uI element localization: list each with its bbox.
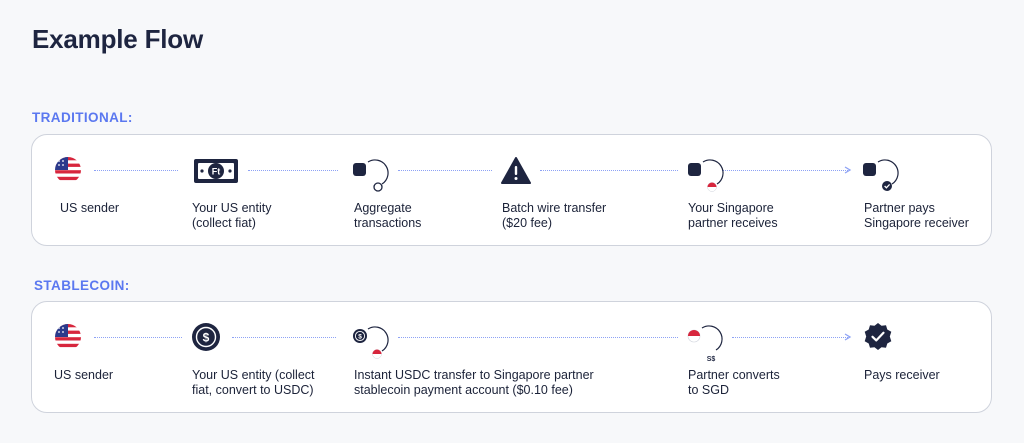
us-flag-icon: [55, 324, 81, 350]
step-label: Pays receiver: [864, 368, 940, 382]
svg-text:$: $: [203, 331, 210, 345]
connector-line: [94, 337, 182, 338]
stablecoin-section-label: STABLECOIN:: [34, 278, 130, 293]
partner-pays-icon: [863, 159, 899, 191]
sgd-convert-icon: S$: [687, 325, 723, 363]
connector-line: [540, 170, 678, 171]
stablecoin-flow-card: US sender $ Your US entity (collect fiat…: [31, 301, 992, 413]
aggregate-icon: [353, 159, 389, 192]
step-label: Your US entity (collect fiat): [192, 201, 272, 230]
connector-line: [722, 170, 848, 171]
connector-line: [398, 337, 678, 338]
connector-line: [398, 170, 492, 171]
usdc-coin-icon: $: [192, 323, 220, 351]
svg-text:Ft: Ft: [212, 167, 221, 177]
verified-badge-icon: [864, 323, 892, 350]
step-label: US sender: [54, 368, 114, 382]
connector-line: [232, 337, 336, 338]
arrow-head-icon: [844, 333, 852, 341]
step-label: Your US entity (collect fiat, convert to…: [192, 368, 315, 397]
arrow-head-icon: [844, 166, 852, 174]
connector-line: [94, 170, 178, 171]
sgd-symbol: S$: [707, 356, 716, 363]
warning-triangle-icon: [501, 157, 531, 184]
connector-line: [248, 170, 338, 171]
traditional-section-label: TRADITIONAL:: [32, 110, 133, 125]
banknote-icon: Ft: [194, 159, 238, 183]
singapore-partner-icon: [688, 159, 724, 192]
step-label: Aggregate transactions: [354, 201, 422, 230]
step-label: Your Singapore partner receives: [688, 201, 778, 230]
step-label: Partner converts to SGD: [688, 368, 780, 397]
step-label: Batch wire transfer ($20 fee): [502, 201, 607, 230]
step-label: Partner pays Singapore receiver: [864, 201, 969, 230]
traditional-flow-card: US sender Ft Your US entity (collect fia…: [31, 134, 992, 246]
connector-line: [732, 337, 848, 338]
usdc-transfer-icon: $: [353, 326, 389, 359]
us-flag-icon: [55, 157, 81, 183]
step-label: Instant USDC transfer to Singapore partn…: [354, 368, 594, 397]
page-title: Example Flow: [32, 24, 203, 54]
step-label: US sender: [60, 201, 120, 215]
svg-text:$: $: [358, 334, 362, 341]
